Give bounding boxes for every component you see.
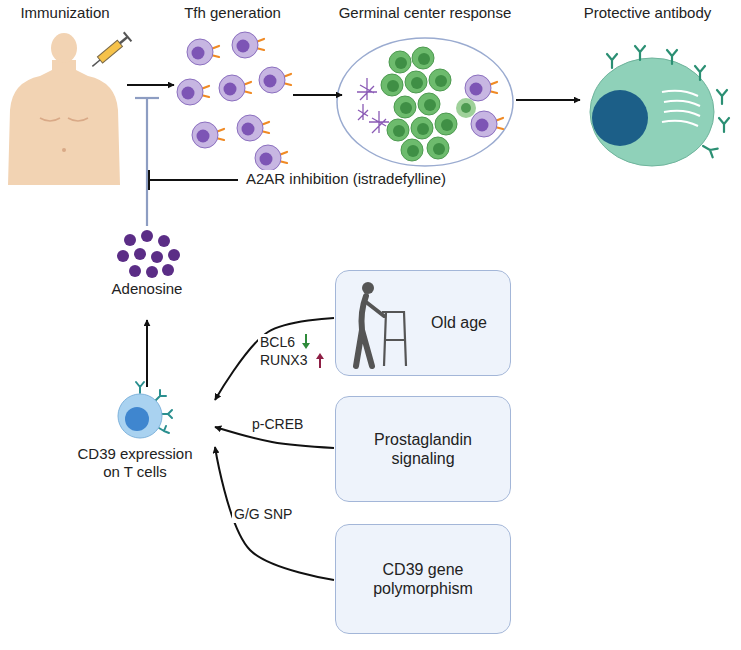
illustration-node: Adenosine [102, 228, 192, 314]
person-illustration [8, 32, 131, 185]
node-heading: Adenosine [112, 280, 183, 298]
node-heading: Protective antibody [584, 4, 712, 22]
box-fill [336, 525, 510, 633]
factor-box: Old age [335, 270, 511, 376]
connector-arrow [146, 320, 148, 387]
illustration-node: Protective antibody [560, 4, 735, 174]
connector-arrow [293, 94, 342, 96]
illustration-node: Immunization [5, 4, 125, 185]
box-fill [336, 397, 510, 501]
factor-box: CD39 gene polymorphism [335, 524, 511, 634]
box-fill [336, 271, 510, 375]
gene-label: RUNX3 [258, 352, 309, 369]
connector-arrow [127, 84, 174, 86]
node-heading: Germinal center response [339, 4, 512, 22]
box-text: CD39 gene polymorphism [344, 560, 502, 598]
adenosine-dots [117, 230, 180, 278]
inhibitor-line [149, 170, 238, 190]
connector-arrow [516, 99, 580, 101]
box-text: Prostaglandin signaling [344, 430, 502, 468]
box-text: Old age [431, 313, 487, 332]
edge-label: BCL6 [258, 334, 297, 351]
old-age-icon [356, 282, 406, 366]
illustration-node: CD39 expression on T cells [55, 385, 215, 497]
connector-arrow [215, 447, 334, 580]
node-heading: Immunization [20, 4, 109, 22]
illustration-node: Tfh generation [170, 4, 295, 174]
inhibition-line [135, 98, 159, 226]
factor-box: Prostaglandin signaling [335, 396, 511, 502]
edge-label: p-CREB [250, 416, 305, 433]
inhibitor-label: A2AR inhibition (istradefylline) [244, 170, 448, 188]
plasma-cell [590, 46, 729, 166]
cd39-t-cell [118, 382, 172, 438]
germinal-center [337, 38, 513, 166]
node-heading: CD39 expression on T cells [70, 445, 200, 481]
tfh-cells [177, 32, 291, 171]
illustration-node: Germinal center response [328, 4, 522, 170]
node-heading: Tfh generation [184, 4, 281, 22]
connector-arrow [215, 318, 334, 400]
edge-label: G/G SNP [232, 506, 294, 523]
